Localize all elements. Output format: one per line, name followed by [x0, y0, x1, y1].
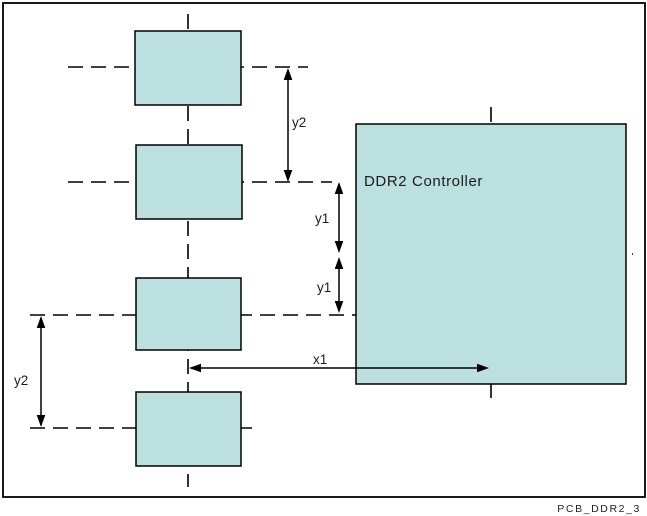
dim-arrow-y2-right: y2	[283, 68, 306, 182]
ddr2-controller: DDR2 Controller	[355, 123, 627, 385]
arrowhead-left-icon	[189, 363, 201, 373]
arrowhead-down-icon	[334, 241, 344, 253]
dim-label-x1: x1	[313, 352, 327, 367]
ddr2-controller-rect	[355, 123, 627, 385]
arrowhead-up-icon	[283, 68, 293, 80]
dim-label-y2-left: y2	[14, 373, 28, 388]
memory-chip-3	[135, 277, 242, 351]
figure-border	[2, 2, 646, 498]
memory-chip-1	[134, 30, 242, 106]
memory-chip-4	[135, 391, 242, 467]
figure-id-label: PCB_DDR2_3	[557, 503, 641, 515]
memory-chip-2	[135, 144, 243, 220]
dim-arrow-y1-lower: y1	[317, 257, 344, 313]
dim-arrow-x1: x1	[189, 352, 489, 373]
dim-label-y1-lower: y1	[317, 280, 331, 295]
arrowhead-up-icon	[334, 257, 344, 269]
dim-label-y2-right: y2	[292, 115, 306, 130]
arrowhead-down-icon	[283, 170, 293, 182]
memory-chips	[134, 30, 243, 467]
ddr2-controller-label: DDR2 Controller	[364, 173, 483, 190]
arrowhead-up-icon	[36, 316, 46, 328]
arrowhead-down-icon	[334, 301, 344, 313]
dim-label-y1-upper: y1	[315, 211, 329, 226]
dim-arrow-y2-left: y2	[14, 316, 46, 427]
arrowhead-right-icon	[477, 363, 489, 373]
dim-arrow-y1-upper: y1	[315, 182, 344, 253]
arrowhead-up-icon	[334, 182, 344, 194]
arrowhead-down-icon	[36, 415, 46, 427]
